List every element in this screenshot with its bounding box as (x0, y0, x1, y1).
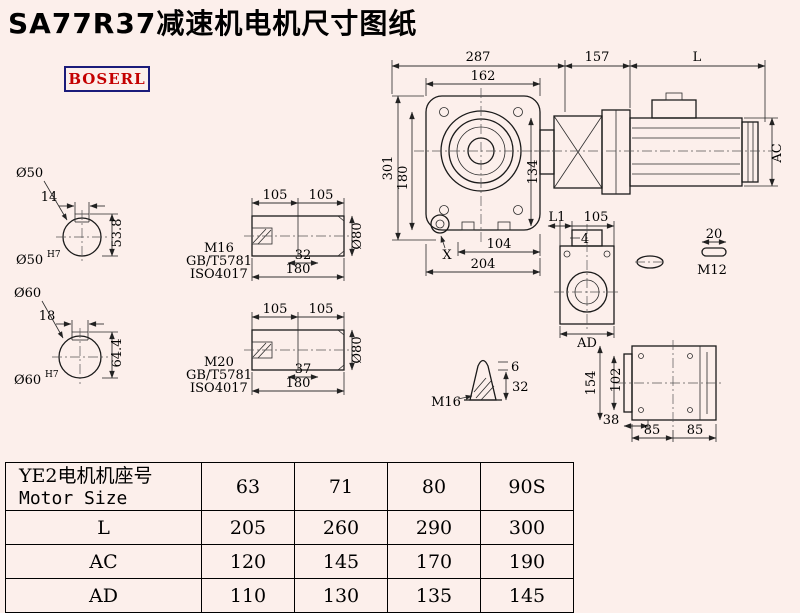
label-thread-m20: M20 (204, 355, 234, 370)
dim-301: 301 (381, 156, 396, 181)
dim-85-a: 85 (644, 423, 661, 438)
dim-32-plug: 32 (512, 380, 529, 395)
dim-4: 4 (581, 232, 589, 247)
size-col-80: 80 (387, 462, 481, 511)
cell-AD-71: 130 (294, 578, 388, 613)
dim-287: 287 (466, 50, 491, 65)
dim-key-width-60: 18 (39, 309, 56, 324)
dim-len-180-b: 180 (286, 376, 311, 391)
cell-AC-63: 120 (201, 544, 295, 579)
label-dia60-tol: H7 (45, 370, 59, 380)
dim-38: 38 (603, 413, 620, 428)
label-std-iso-a: ISO4017 (190, 267, 248, 282)
dim-key-height-60: 64.4 (110, 339, 125, 368)
dim-102: 102 (609, 368, 624, 393)
size-col-90s: 90S (480, 462, 574, 511)
dim-204: 204 (471, 257, 496, 272)
cell-L-71: 260 (294, 510, 388, 545)
breather-plug-view: 6 32 M16 (431, 359, 529, 410)
dim-L1: L1 (549, 210, 566, 225)
main-view-dimensions: 287 162 157 L 301 180 134 (381, 50, 785, 276)
dim-key-width-50: 14 (41, 190, 58, 205)
label-dia50: Ø50 (16, 166, 43, 181)
label-dia60: Ø60 (14, 286, 41, 301)
label-thread-m16: M16 (204, 241, 234, 256)
dim-depth-37: 37 (295, 362, 312, 377)
header-label-cn: YE2电机机座号 (19, 464, 153, 487)
dim-depth-32: 32 (295, 248, 312, 263)
dim-AC: AC (770, 143, 785, 163)
label-std-gb-a: GB/T5781 (186, 254, 252, 269)
label-thread-m12: M12 (697, 263, 727, 278)
dim-157: 157 (585, 50, 610, 65)
dim-105-b2: 105 (309, 302, 334, 317)
size-col-63: 63 (201, 462, 295, 511)
row-label-AC: AC (5, 544, 202, 579)
dim-154: 154 (584, 371, 599, 396)
dim-dia80-a: Ø80 (350, 222, 365, 249)
dim-20: 20 (706, 227, 723, 242)
dim-105-b1: 105 (263, 302, 288, 317)
label-std-iso-b: ISO4017 (190, 381, 248, 396)
brand-logo: BOSERL (64, 66, 150, 92)
dim-162: 162 (471, 69, 496, 84)
motor-side-view (534, 92, 772, 195)
dim-105-side: 105 (584, 210, 609, 225)
dim-X: X (442, 248, 452, 263)
cell-AC-80: 170 (387, 544, 481, 579)
table-row-AC: AC 120 145 170 190 (5, 544, 574, 579)
shaft60-end-view: 18 64.4 Ø60 Ø60 H7 (14, 286, 125, 388)
dim-105-a1: 105 (263, 188, 288, 203)
dim-key-height-50: 53.8 (110, 219, 125, 248)
flange-top-view: 154 102 38 85 85 (584, 340, 722, 442)
label-dia50-tol: H7 (47, 250, 61, 260)
table-header-row: YE2电机机座号 Motor Size 63 71 80 90S (5, 462, 574, 511)
cell-AC-71: 145 (294, 544, 388, 579)
dim-motor-L: L (693, 50, 702, 65)
label-dia60-h7: Ø60 (14, 373, 41, 388)
cell-AD-90s: 145 (480, 578, 574, 613)
dim-len-180-a: 180 (286, 262, 311, 277)
gearbox-front-view (414, 88, 550, 244)
shaft-a-section: 105 105 M16 GB/T5781 ISO4017 32 180 Ø80 (186, 188, 365, 282)
dim-AD: AD (576, 336, 597, 351)
cell-AC-90s: 190 (480, 544, 574, 579)
shaft-b-section: 105 105 M20 GB/T5781 ISO4017 37 180 Ø80 (186, 302, 365, 396)
dim-85-b: 85 (687, 423, 704, 438)
technical-drawing: 287 162 157 L 301 180 134 (14, 50, 785, 442)
label-dia50-h7: Ø50 (16, 253, 43, 268)
dim-105-a2: 105 (309, 188, 334, 203)
cell-AD-63: 110 (201, 578, 295, 613)
cell-AD-80: 135 (387, 578, 481, 613)
motor-size-header-cell: YE2电机机座号 Motor Size (5, 462, 202, 511)
dim-134: 134 (526, 160, 541, 185)
size-col-71: 71 (294, 462, 388, 511)
dim-6: 6 (511, 360, 519, 375)
dim-dia80-b: Ø80 (350, 336, 365, 363)
label-std-gb-b: GB/T5781 (186, 368, 252, 383)
dim-180: 180 (396, 166, 411, 191)
shaft50-end-view: 14 53.8 Ø50 Ø50 H7 (16, 166, 125, 268)
motor-size-table: YE2电机机座号 Motor Size 63 71 80 90S L 205 2… (5, 462, 574, 613)
row-label-AD: AD (5, 578, 202, 613)
cell-L-63: 205 (201, 510, 295, 545)
cell-L-90s: 300 (480, 510, 574, 545)
label-thread-m16-plug: M16 (431, 395, 461, 410)
cell-L-80: 290 (387, 510, 481, 545)
gearbox-side-view: L1 105 4 AD 20 M12 (547, 210, 727, 351)
table-row-AD: AD 110 130 135 145 (5, 578, 574, 613)
dim-104: 104 (487, 237, 512, 252)
table-row-L: L 205 260 290 300 (5, 510, 574, 545)
row-label-L: L (5, 510, 202, 545)
page-title: SA77R37减速机电机尺寸图纸 (8, 7, 418, 40)
header-label-en: Motor Size (19, 487, 128, 509)
